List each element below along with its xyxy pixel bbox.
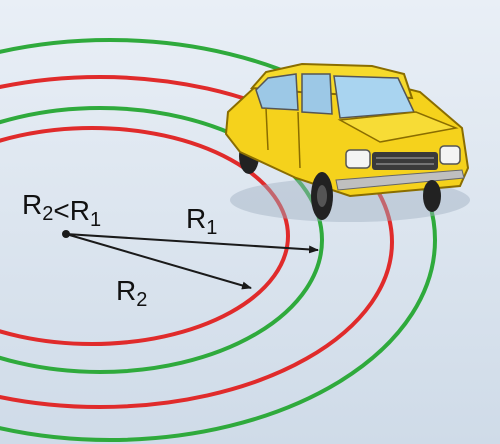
car-icon [224, 62, 470, 222]
label-r1: R1 [186, 203, 217, 239]
wheel-tracks [0, 38, 437, 442]
radius-arrows [62, 230, 319, 290]
track-outer-green [0, 38, 437, 442]
arrow-r2 [65, 233, 252, 290]
track-outer-red [0, 75, 394, 409]
arrow-r1 [65, 233, 319, 254]
label-r2: R2 [116, 275, 147, 311]
track-inner-green [0, 106, 324, 374]
track-inner-red [0, 126, 290, 346]
label-comparison: R2<R1 [22, 189, 101, 231]
